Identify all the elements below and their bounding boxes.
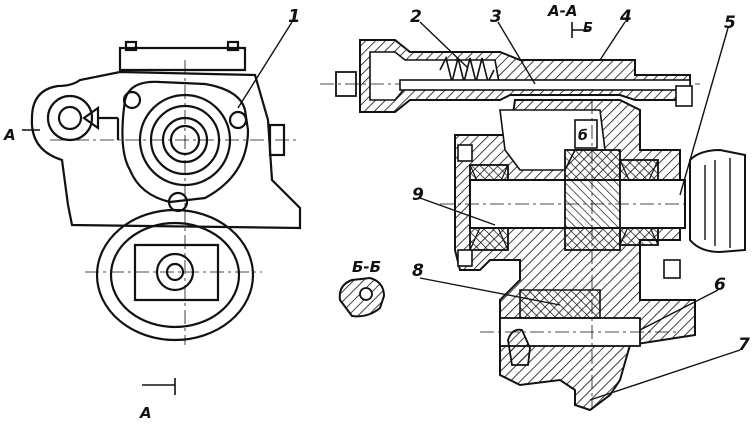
label-section-aa: А-А xyxy=(547,2,577,20)
label-part-7: 7 xyxy=(738,335,750,355)
label-part-2: 2 xyxy=(410,7,422,27)
label-arrow-a-left: А xyxy=(3,126,16,144)
label-part-6: 6 xyxy=(714,275,726,295)
label-part-5: 5 xyxy=(724,13,736,33)
leader-1 xyxy=(237,21,293,109)
section-bb-detail xyxy=(338,276,386,318)
front-view xyxy=(22,40,302,395)
label-part-8: 8 xyxy=(412,261,424,281)
label-part-9: 9 xyxy=(412,185,424,205)
label-part-4: 4 xyxy=(619,7,632,27)
label-section-b-marker: Б xyxy=(583,21,593,36)
label-section-bb: Б-Б xyxy=(352,258,381,276)
section-aa-view xyxy=(320,22,746,412)
leader-lines xyxy=(419,21,741,401)
label-part-1: 1 xyxy=(288,6,301,27)
labels: 1 2 3 А-А Б 4 5 б 9 8 6 7 Б-Б А А xyxy=(3,2,750,422)
label-arrow-a-bottom: А xyxy=(139,404,152,422)
label-section-b-inner: б xyxy=(578,128,588,144)
label-part-3: 3 xyxy=(490,7,502,27)
